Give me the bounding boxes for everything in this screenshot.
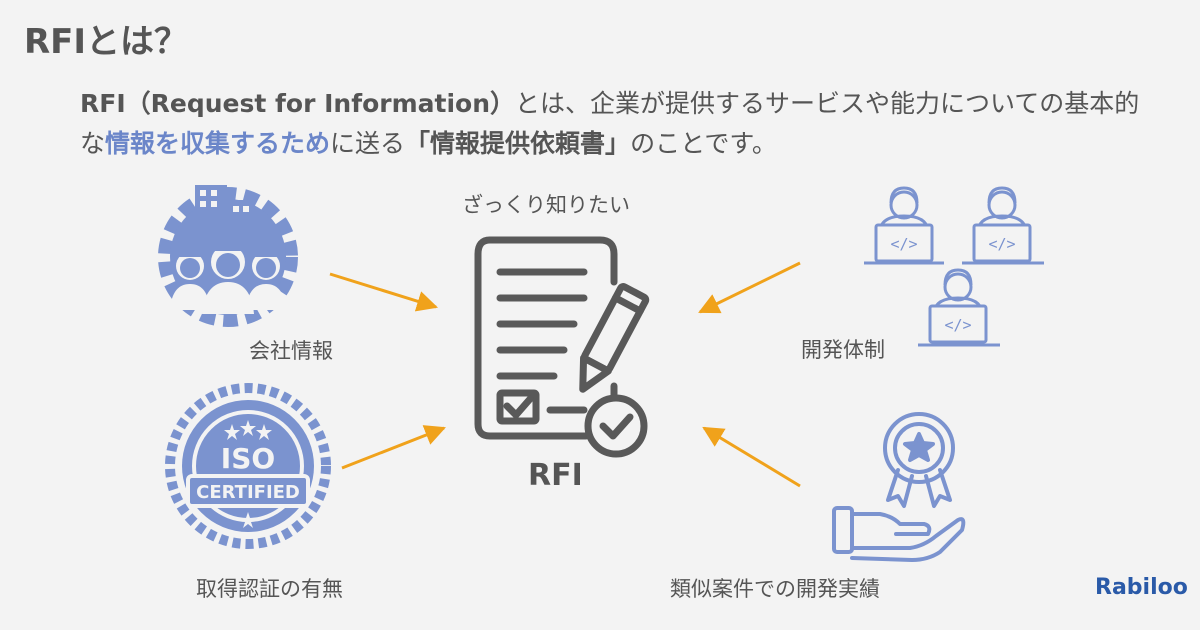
developer-icon: </> bbox=[962, 186, 1044, 265]
code-glyph-1: </> bbox=[890, 235, 917, 253]
label-company-info: 会社情報 bbox=[249, 339, 333, 363]
lead-text-2: に送る bbox=[330, 129, 406, 158]
label-certification: 取得認証の有無 bbox=[196, 577, 343, 601]
certified-text: CERTIFIED bbox=[196, 482, 300, 503]
lead-keyword: 「情報提供依頼書」 bbox=[405, 129, 631, 158]
iso-text: ISO bbox=[221, 442, 275, 475]
code-glyph-3: </> bbox=[944, 316, 971, 334]
iso-certified-badge-icon: ISO CERTIFIED bbox=[165, 383, 331, 549]
company-info-icon bbox=[158, 185, 298, 327]
page-title: RFIとは？ bbox=[24, 22, 189, 62]
arrow-track-to-rfi bbox=[702, 426, 801, 488]
rfi-document-icon bbox=[474, 236, 650, 458]
award-hand-icon bbox=[832, 412, 966, 562]
developer-icon: </> bbox=[864, 186, 944, 265]
label-track-record: 類似案件での開発実績 bbox=[670, 577, 880, 601]
lead-highlight: 情報を収集するため bbox=[105, 129, 331, 158]
lead-text-3: のことです。 bbox=[630, 129, 777, 158]
lead-text-1: とは、企業が提供するサービスや能力についての基本的な bbox=[80, 89, 1140, 158]
rfi-caption: ざっくり知りたい bbox=[462, 193, 630, 217]
code-glyph-2: </> bbox=[988, 235, 1015, 253]
label-dev-team: 開発体制 bbox=[801, 338, 885, 362]
arrow-cert-to-rfi bbox=[341, 425, 446, 470]
developer-icon: </> bbox=[918, 268, 1000, 347]
lead-term: RFI（Request for Information） bbox=[80, 89, 515, 118]
arrow-company-to-rfi bbox=[329, 272, 439, 312]
lead-paragraph: RFI（Request for Information）とは、企業が提供するサー… bbox=[80, 84, 1140, 164]
brand-logo: Rabiloo bbox=[1095, 575, 1188, 600]
arrow-devteam-to-rfi bbox=[698, 261, 801, 314]
rfi-label: RFI bbox=[528, 458, 583, 493]
